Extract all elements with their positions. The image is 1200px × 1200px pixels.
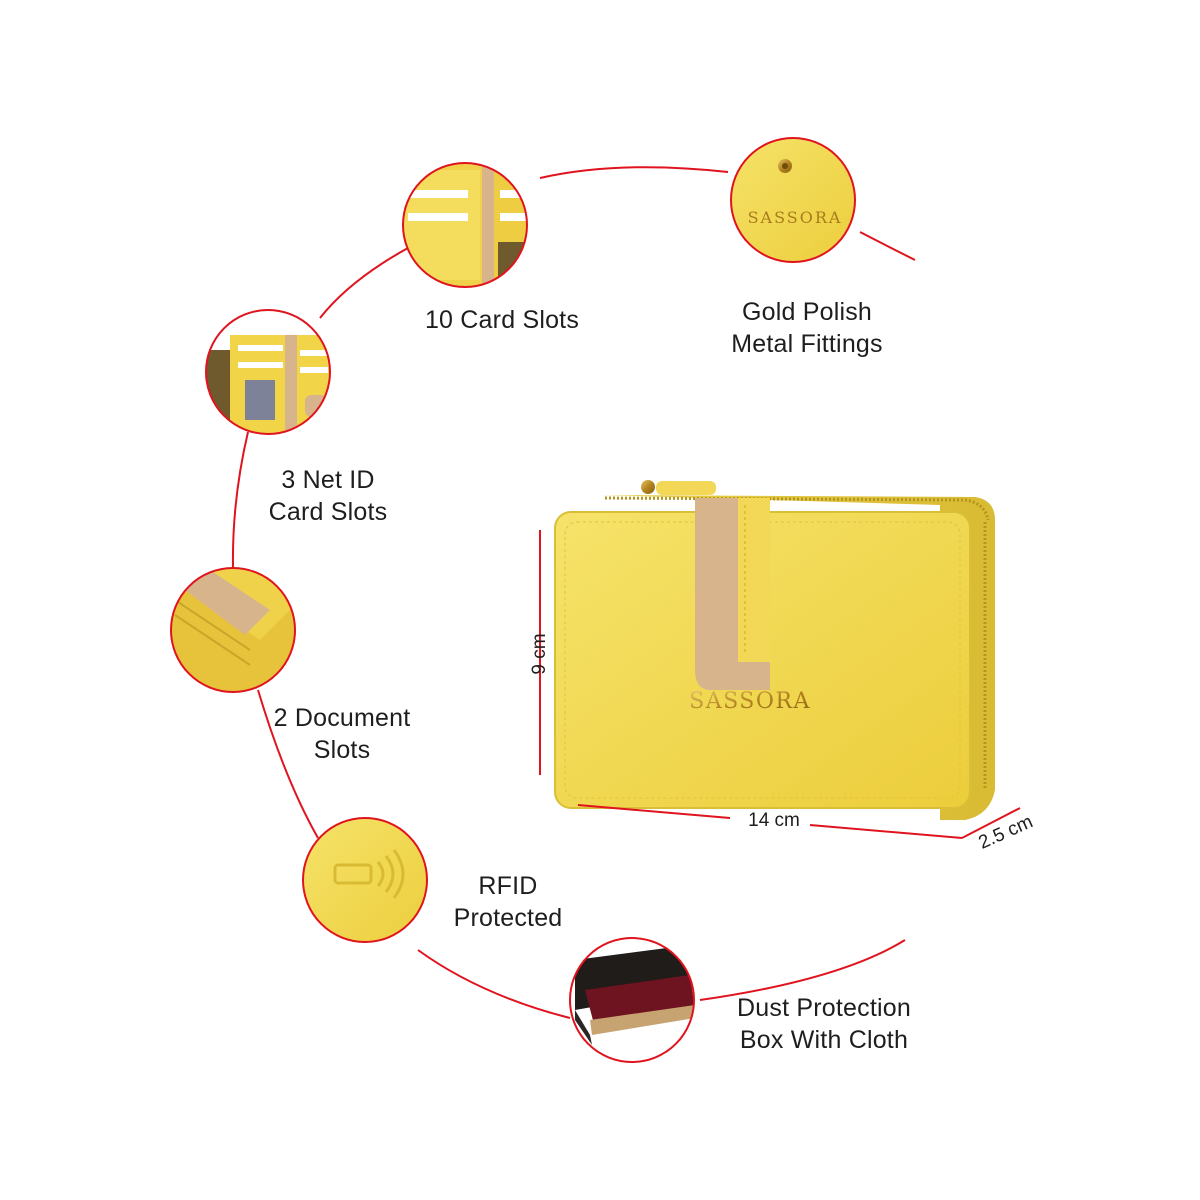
label-card-slots: 10 Card Slots — [424, 306, 580, 334]
depth-dimension-line — [961, 807, 1021, 839]
height-dimension-label: 9 cm — [529, 633, 550, 675]
label-rfid: RFID Protected — [453, 872, 563, 932]
label-net-id: 3 Net ID Card Slots — [268, 466, 388, 526]
wallet-product: SASSORA — [554, 480, 995, 820]
wallet-brand-mark: SASSORA — [689, 689, 811, 714]
gift-box-closeup-icon — [569, 937, 695, 1063]
open-wallet-closeup-icon — [205, 309, 331, 435]
width-dimension-label: 14 cm — [748, 810, 800, 831]
document-pocket-closeup-icon — [170, 567, 296, 693]
width-dimension-line-right — [809, 824, 963, 839]
card-slots-closeup-icon — [402, 162, 528, 288]
width-dimension-line-left — [577, 804, 731, 819]
rfid-emboss-closeup-icon — [302, 817, 428, 943]
label-dust-box: Dust Protection Box With Cloth — [737, 994, 911, 1054]
connector-arc — [231, 166, 916, 1019]
logo-plate-closeup-icon: SASSORA — [730, 137, 856, 263]
label-metal-fittings: Gold Polish Metal Fittings — [731, 298, 883, 358]
label-document-slots: 2 Document Slots — [273, 704, 411, 764]
logo-plate-text: SASSORA — [748, 208, 843, 227]
